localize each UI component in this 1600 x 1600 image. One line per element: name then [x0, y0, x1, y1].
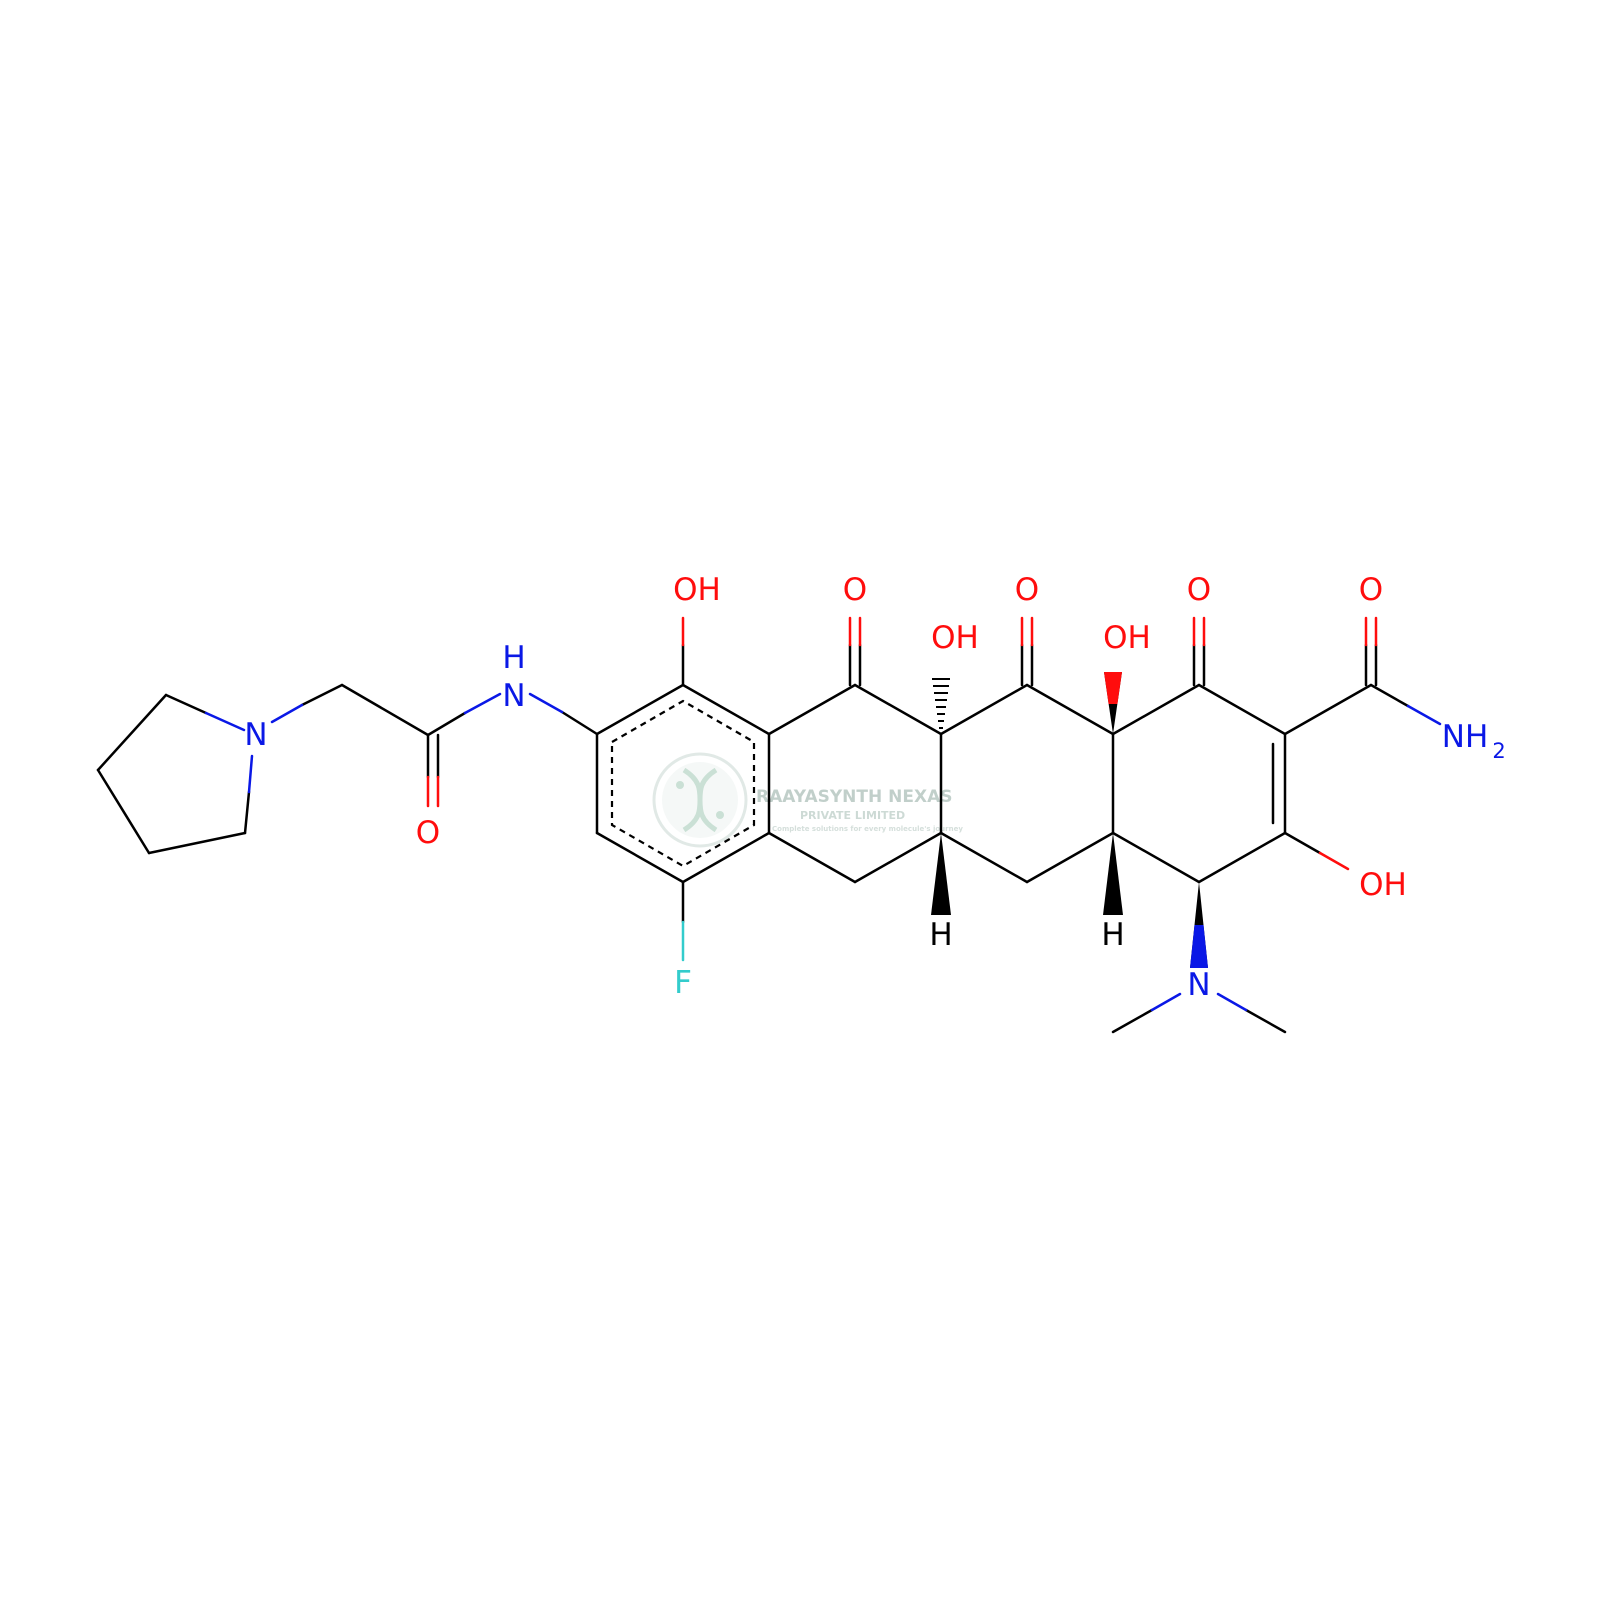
label-h-stereo-2: H [1101, 917, 1124, 953]
label-n-pyrrolidine: N [244, 717, 267, 753]
hashed-wedge-oh-1 [932, 678, 950, 729]
aromatic-dashed-ring [610, 699, 756, 868]
label-nh2: NH [1442, 719, 1489, 755]
label-o-ketone-3: O [1187, 572, 1211, 608]
label-f: F [674, 965, 692, 1001]
label-oh-phenol: OH [673, 572, 721, 608]
atom-labels: OH O OH O OH O O NH 2 OH N H H F N H O N [244, 572, 1505, 1003]
solid-wedge-nme2-tip [1190, 925, 1208, 968]
label-h-stereo-1: H [929, 917, 952, 953]
bonds [96, 643, 1410, 1034]
label-nh2-subscript: 2 [1492, 739, 1505, 763]
label-o-ketone-1: O [843, 572, 867, 608]
watermark-subtitle: PRIVATE LIMITED [800, 809, 905, 822]
label-o-glycyl: O [416, 815, 440, 851]
label-oh-junction-2: OH [1103, 620, 1151, 656]
solid-wedge-h-2 [1103, 833, 1123, 915]
watermark-title: RAAYASYNTH NEXAS [756, 787, 953, 807]
label-o-amide: O [1359, 572, 1383, 608]
solid-wedge-h-1 [931, 833, 951, 915]
hetero-bond-segments [204, 616, 1442, 1012]
dna-logo-icon [652, 752, 748, 848]
label-nh-amide-h: H [502, 640, 525, 676]
label-nh-amide-n: N [502, 678, 525, 714]
label-oh-enol: OH [1359, 867, 1407, 903]
watermark-tagline: Complete solutions for every molecule's … [772, 825, 963, 833]
solid-wedge-oh-2-tip [1104, 672, 1122, 704]
watermark: RAAYASYNTH NEXAS PRIVATE LIMITED Complet… [652, 752, 963, 848]
stereo-bonds [931, 672, 1208, 968]
label-oh-junction-1: OH [931, 620, 979, 656]
label-n-dimethyl: N [1187, 967, 1210, 1003]
label-o-ketone-2: O [1015, 572, 1039, 608]
